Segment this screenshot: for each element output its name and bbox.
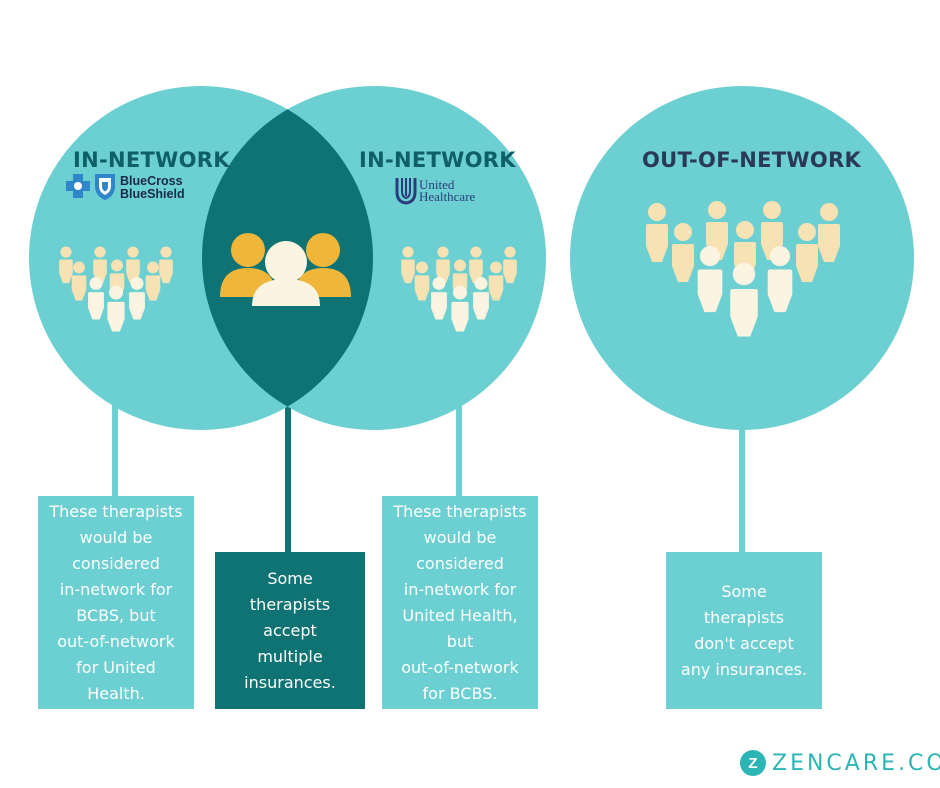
- connector-line-multiple: [285, 404, 291, 554]
- out-of-network-heading: OUT-OF-NETWORK: [642, 148, 862, 172]
- united-description-box: These therapists would be considered in-…: [382, 496, 538, 709]
- bcbs-description-line: These therapists: [49, 501, 183, 521]
- united-description-line: for BCBS.: [422, 683, 498, 703]
- bcbs-cross-shield-icon: [66, 174, 115, 200]
- united-description-line: considered: [416, 553, 504, 573]
- bcbs-description-line: in-network for: [59, 579, 173, 599]
- united-heading: IN-NETWORK: [359, 148, 516, 172]
- multi-insurance-group-icon: [220, 233, 351, 306]
- bcbs-description-line: BCBS, but: [76, 605, 156, 625]
- bcbs-heading: IN-NETWORK: [73, 148, 230, 172]
- multiple-insurance-description-box: Some therapists accept multiple insuranc…: [215, 552, 365, 709]
- overlap-lens: [202, 86, 373, 430]
- bcbs-logo-line2: BlueShield: [120, 187, 185, 201]
- multiple-description-line: multiple: [257, 646, 323, 666]
- bcbs-description-line: would be: [79, 527, 153, 547]
- multiple-description-line: therapists: [249, 594, 331, 614]
- none-description-line: therapists: [703, 607, 785, 627]
- connector-line-bcbs: [112, 405, 118, 497]
- zencare-wordmark: ZENCARE.CO: [772, 750, 940, 776]
- united-description-line: out-of-network: [401, 657, 519, 677]
- bcbs-description-line: considered: [72, 553, 160, 573]
- united-description-line: but: [446, 631, 474, 651]
- united-healthcare-icon: [395, 178, 417, 205]
- bcbs-description-line: for United: [76, 657, 156, 677]
- connector-line-none: [739, 428, 745, 554]
- connector-line-united: [456, 405, 462, 497]
- multiple-description-line: Some: [267, 568, 313, 588]
- bcbs-description-box: These therapists would be considered in-…: [38, 496, 194, 709]
- united-logo-line1: United: [419, 177, 455, 192]
- bcbs-logo-text: BlueCross BlueShield: [120, 175, 185, 201]
- bcbs-description-line: Health.: [87, 683, 145, 703]
- united-description-line: in-network for: [403, 579, 517, 599]
- united-description-line: United Health,: [402, 605, 518, 625]
- multiple-description-line: insurances.: [244, 672, 336, 692]
- united-description-line: would be: [423, 527, 497, 547]
- united-logo-text: United Healthcare: [419, 177, 476, 204]
- united-logo-line2: Healthcare: [419, 189, 476, 204]
- zencare-brand-logo: Z ZENCARE.CO: [740, 748, 940, 778]
- bcbs-logo-line1: BlueCross: [120, 174, 183, 188]
- none-description-line: Some: [721, 581, 767, 601]
- none-description-line: don't accept: [694, 633, 794, 653]
- bcbs-description-line: out-of-network: [57, 631, 175, 651]
- no-insurance-description-box: Some therapists don't accept any insuran…: [666, 552, 822, 709]
- zencare-mark-icon: Z: [740, 750, 766, 776]
- multiple-description-line: accept: [263, 620, 317, 640]
- none-description-line: any insurances.: [680, 659, 808, 679]
- united-description-line: These therapists: [393, 501, 527, 521]
